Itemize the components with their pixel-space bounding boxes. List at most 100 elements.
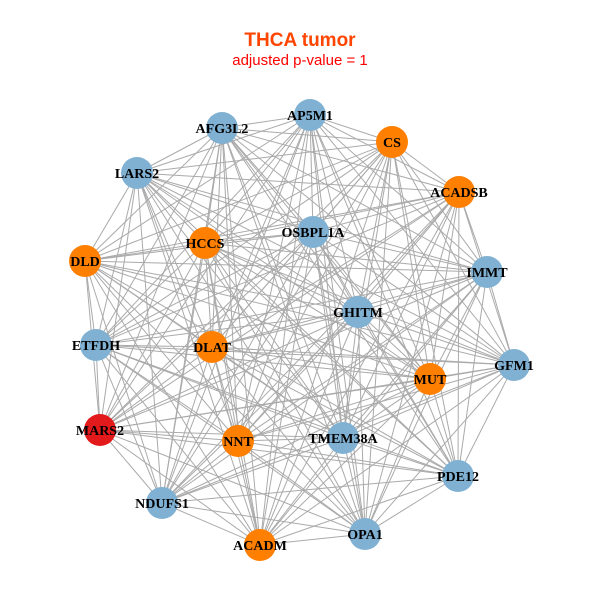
edge-ETFDH-NNT (95, 344, 239, 442)
node-CS (376, 126, 408, 158)
edge-AFG3L2-LARS2 (136, 127, 223, 174)
edge-AFG3L2-ACADSB (221, 127, 460, 193)
edge-ETFDH-ACADM (95, 344, 261, 546)
node-OSBPL1A (297, 216, 329, 248)
edge-CS-MUT (391, 141, 431, 380)
node-AP5M1 (294, 99, 326, 131)
edge-AP5M1-MARS2 (99, 114, 311, 431)
node-NNT (222, 425, 254, 457)
edge-DLAT-MUT (211, 346, 431, 380)
edge-CS-GFM1 (391, 141, 515, 366)
edge-DLAT-OPA1 (211, 346, 366, 535)
edge-AFG3L2-NNT (221, 127, 239, 442)
edge-OSBPL1A-IMMT (312, 231, 488, 273)
edge-DLAT-NNT (211, 346, 239, 442)
edge-IMMT-NNT (237, 271, 488, 442)
edge-MUT-ACADM (259, 378, 431, 546)
edge-GHITM-DLAT (211, 311, 359, 348)
node-GFM1 (498, 349, 530, 381)
edge-OSBPL1A-TMEM38A (312, 231, 344, 439)
edge-HCCS-DLD (84, 242, 206, 262)
edge-GFM1-NNT (237, 364, 515, 442)
edge-GFM1-OPA1 (364, 364, 515, 535)
edge-DLD-ACADM (84, 260, 261, 546)
node-label: NDUFS1 (135, 497, 189, 512)
edge-ACADSB-OSBPL1A (312, 191, 460, 233)
edge-AP5M1-PDE12 (309, 114, 459, 477)
edge-HCCS-PDE12 (204, 242, 459, 477)
edge-HCCS-IMMT (204, 242, 488, 273)
edge-AFG3L2-GFM1 (221, 127, 515, 366)
node-label: OSBPL1A (281, 226, 345, 241)
edge-GHITM-NNT (237, 311, 359, 442)
edge-DLD-MUT (84, 260, 431, 380)
edge-ACADSB-GHITM (357, 191, 460, 313)
edge-IMMT-MARS2 (99, 271, 488, 431)
edge-AFG3L2-CS (221, 127, 393, 143)
edge-TMEM38A-OPA1 (342, 437, 366, 535)
edge-LARS2-HCCS (136, 172, 206, 244)
edge-ETFDH-TMEM38A (95, 344, 344, 439)
node-MUT (414, 363, 446, 395)
edge-DLD-GHITM (84, 260, 359, 313)
edge-PDE12-OPA1 (364, 475, 459, 535)
node-label: IMMT (466, 266, 508, 281)
edge-AFG3L2-GHITM (221, 127, 359, 313)
edge-AFG3L2-OSBPL1A (221, 127, 314, 233)
edge-IMMT-TMEM38A (342, 271, 488, 439)
edge-DLD-GFM1 (84, 260, 515, 366)
edge-LARS2-MUT (136, 172, 431, 380)
chart-subtitle: adjusted p-value = 1 (232, 52, 368, 69)
node-ACADSB (443, 176, 475, 208)
edge-PDE12-ACADM (259, 475, 459, 546)
node-label: TMEM38A (308, 432, 378, 447)
edge-HCCS-OPA1 (204, 242, 366, 535)
edge-AP5M1-TMEM38A (309, 114, 344, 439)
edge-ACADSB-DLD (84, 191, 460, 262)
node-label: NNT (223, 435, 253, 450)
edge-NNT-NDUFS1 (161, 440, 239, 504)
edge-ETFDH-DLAT (95, 344, 213, 348)
node-PDE12 (442, 460, 474, 492)
node-ACADM (244, 529, 276, 561)
node-label: GFM1 (494, 359, 534, 374)
node-label: ACADSB (430, 186, 488, 201)
edge-HCCS-DLAT (204, 242, 213, 348)
edge-ACADSB-TMEM38A (342, 191, 460, 439)
edge-CS-OPA1 (364, 141, 393, 535)
edge-ETFDH-PDE12 (95, 344, 459, 477)
edge-NNT-ACADM (237, 440, 261, 546)
node-NDUFS1 (146, 487, 178, 519)
node-label: ACADM (233, 539, 287, 554)
edge-GHITM-GFM1 (357, 311, 515, 366)
edge-DLAT-TMEM38A (211, 346, 344, 439)
edge-NNT-OPA1 (237, 440, 366, 535)
edge-CS-PDE12 (391, 141, 459, 477)
node-label: DLD (70, 255, 100, 270)
edge-HCCS-ETFDH (95, 242, 206, 346)
node-label: AP5M1 (287, 109, 333, 124)
edge-HCCS-NDUFS1 (161, 242, 206, 504)
edge-IMMT-PDE12 (457, 271, 488, 477)
node-label: LARS2 (115, 167, 159, 182)
edge-DLD-NDUFS1 (84, 260, 163, 504)
node-label: OPA1 (347, 528, 383, 543)
edge-DLD-IMMT (84, 260, 488, 273)
edge-LARS2-ACADSB (136, 172, 460, 193)
edge-GHITM-MUT (357, 311, 431, 380)
edge-CS-HCCS (204, 141, 393, 244)
edge-ACADSB-NDUFS1 (161, 191, 460, 504)
edge-IMMT-ETFDH (95, 271, 488, 346)
edge-ETFDH-GFM1 (95, 344, 515, 366)
node-label: CS (383, 136, 401, 151)
edge-CS-IMMT (391, 141, 488, 273)
edge-GFM1-ACADM (259, 364, 515, 546)
edge-DLD-PDE12 (84, 260, 459, 477)
edge-DLAT-PDE12 (211, 346, 459, 477)
node-label: AFG3L2 (196, 122, 249, 137)
edge-OSBPL1A-PDE12 (312, 231, 459, 477)
edge-NDUFS1-ACADM (161, 502, 261, 546)
edge-MUT-MARS2 (99, 378, 431, 431)
edge-GHITM-OPA1 (357, 311, 366, 535)
